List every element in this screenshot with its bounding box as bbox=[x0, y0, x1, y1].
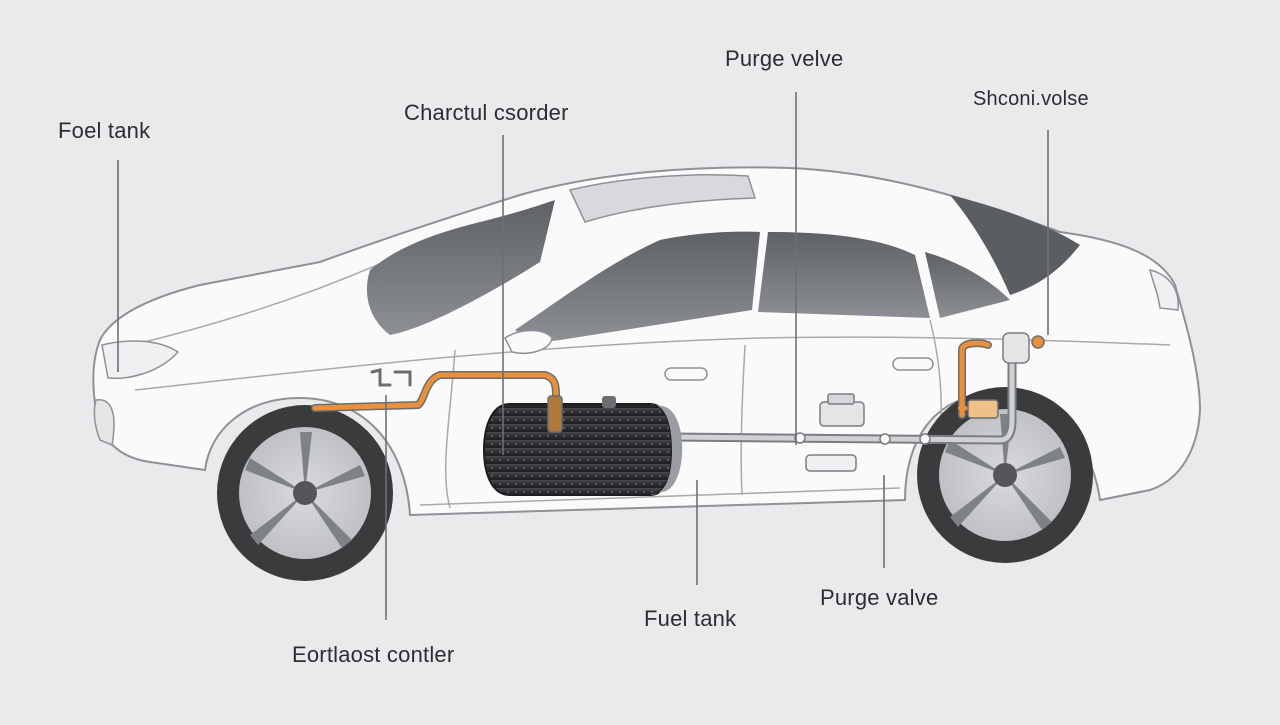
shut-valve-component bbox=[967, 332, 1045, 419]
vapor-hoses bbox=[311, 339, 997, 419]
purge-line bbox=[669, 350, 1017, 445]
label-charcoal-canister: Charctul csorder bbox=[404, 100, 569, 125]
label-shut-valve: Shconi.volse bbox=[973, 88, 1089, 110]
car-windows bbox=[366, 174, 1080, 354]
purge-valve-component bbox=[805, 393, 865, 472]
charcoal-canister-component bbox=[482, 395, 683, 496]
car-body bbox=[92, 166, 1202, 517]
rear-wheel bbox=[917, 387, 1093, 563]
label-fuel-tank-top: Foel tank bbox=[58, 118, 151, 143]
label-exhaust-canister: Eortlaost contler bbox=[292, 642, 455, 667]
leader-lines bbox=[117, 92, 1049, 620]
label-fuel-tank-bottom: Fuel tank bbox=[644, 606, 737, 631]
label-purge-valve-top: Purge velve bbox=[725, 46, 844, 71]
front-wheel bbox=[217, 405, 393, 581]
label-purge-valve-bottom: Purge valve bbox=[820, 585, 939, 610]
